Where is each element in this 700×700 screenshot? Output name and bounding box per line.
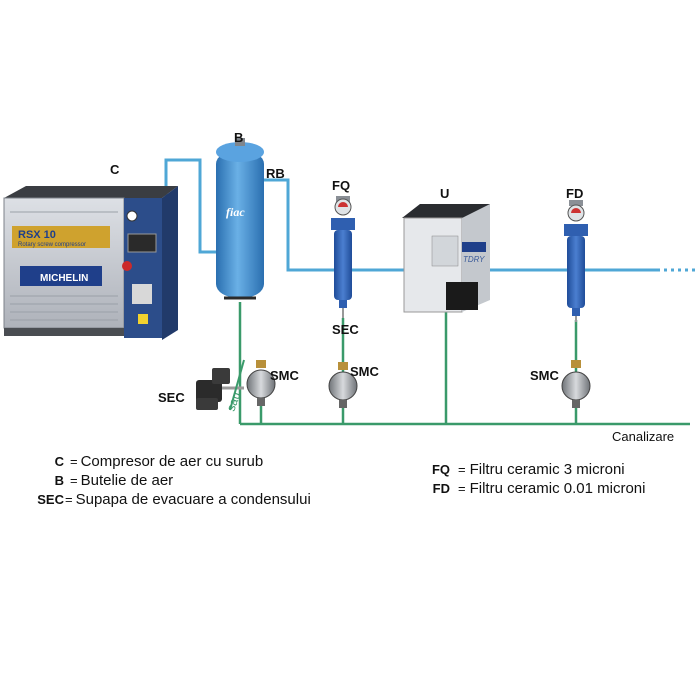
compressor-top <box>4 186 178 198</box>
compressor-base <box>4 328 124 336</box>
legend-code: FQ <box>431 462 450 477</box>
air-line-compressor-to-tank <box>164 158 216 254</box>
compressor-model-text: RSX 10 <box>18 229 56 241</box>
tank-valve <box>235 138 245 146</box>
label-b: B <box>234 130 244 145</box>
compressor-vents <box>10 211 118 321</box>
tank-brand-text: fiac <box>226 205 245 219</box>
label-smc-1: SMC <box>270 368 299 383</box>
label-u: U <box>440 186 450 201</box>
tank-top <box>216 142 264 162</box>
label-fd: FD <box>566 186 584 201</box>
legend-item-b: B = Butelie de aer <box>30 471 311 490</box>
filter-fq <box>331 196 355 318</box>
drain-lines <box>238 302 690 426</box>
fq-head <box>331 218 355 230</box>
drain-label: Canalizare <box>612 429 675 444</box>
legend-separator: = <box>70 473 78 488</box>
legend-text: Filtru ceramic 0.01 microni <box>469 480 646 497</box>
label-c: C <box>110 162 120 177</box>
dryer-brand-text: TDRY <box>463 255 485 264</box>
legend-separator: = <box>70 454 78 469</box>
label-rb: RB <box>266 166 285 181</box>
label-sec-mid: SEC <box>332 322 359 337</box>
legend-text: Butelie de aer <box>80 472 174 489</box>
tank-body <box>216 150 264 298</box>
legend-item-fq: FQ = Filtru ceramic 3 microni <box>420 460 645 479</box>
label-smc-3: SMC <box>530 368 559 383</box>
dryer: TDRY <box>402 204 490 313</box>
legend-text: Supapa de evacuare a condensului <box>75 491 311 508</box>
legend-text: Filtru ceramic 3 microni <box>469 461 625 478</box>
compressor: RSX 10 Rotary screw compressor MICHELIN <box>3 186 178 340</box>
legend-code: B <box>54 473 64 488</box>
compressor-side-shade <box>162 186 178 340</box>
legend-separator: = <box>458 481 466 496</box>
legend-text: Compresor de aer cu surub <box>80 453 264 470</box>
fq-bowl <box>334 230 352 300</box>
smc-drain-2 <box>328 362 358 408</box>
legend-item-fd: FD = Filtru ceramic 0.01 microni <box>420 479 646 498</box>
label-sec-left: SEC <box>158 390 185 405</box>
compressor-emergency-stop <box>122 261 132 271</box>
compressor-front <box>3 197 125 329</box>
sau-label: sau <box>224 390 244 413</box>
compressor-brand-text: MICHELIN <box>40 273 88 284</box>
compressor-brand-plate <box>20 266 102 286</box>
smc-drain-3 <box>561 360 591 408</box>
label-fq: FQ <box>332 178 351 193</box>
dryer-top <box>402 204 490 218</box>
legend-separator: = <box>65 492 73 507</box>
legend-code: SEC <box>37 492 64 507</box>
compressor-warning-label <box>138 314 148 324</box>
compressor-subtitle-text: Rotary screw compressor <box>18 242 86 248</box>
dryer-vent <box>446 282 478 310</box>
compressor-pressure-gauge <box>126 210 138 222</box>
fd-head <box>564 224 588 236</box>
legend-item-c: C = Compresor de aer cu surub <box>30 452 311 471</box>
legend-code: FD <box>432 481 450 496</box>
legend-left: C = Compresor de aer cu surub B = Buteli… <box>30 452 311 509</box>
sec-valve-left <box>196 359 245 411</box>
legend-item-sec: SEC = Supapa de evacuare a condensului <box>30 490 311 509</box>
compressor-info-label <box>132 284 152 304</box>
dryer-brand-plate <box>462 242 486 252</box>
dryer-panel <box>431 235 459 267</box>
legend-code: C <box>54 454 64 469</box>
compressor-display <box>127 233 157 253</box>
smc-drain-1 <box>246 360 276 406</box>
legend-right: FQ = Filtru ceramic 3 microni FD = Filtr… <box>420 460 646 498</box>
compressor-label-plate <box>12 226 110 248</box>
filter-fd <box>564 200 588 322</box>
air-tank: fiac <box>216 138 264 300</box>
fd-bowl <box>567 236 585 308</box>
legend-separator: = <box>458 462 466 477</box>
label-smc-2: SMC <box>350 364 379 379</box>
